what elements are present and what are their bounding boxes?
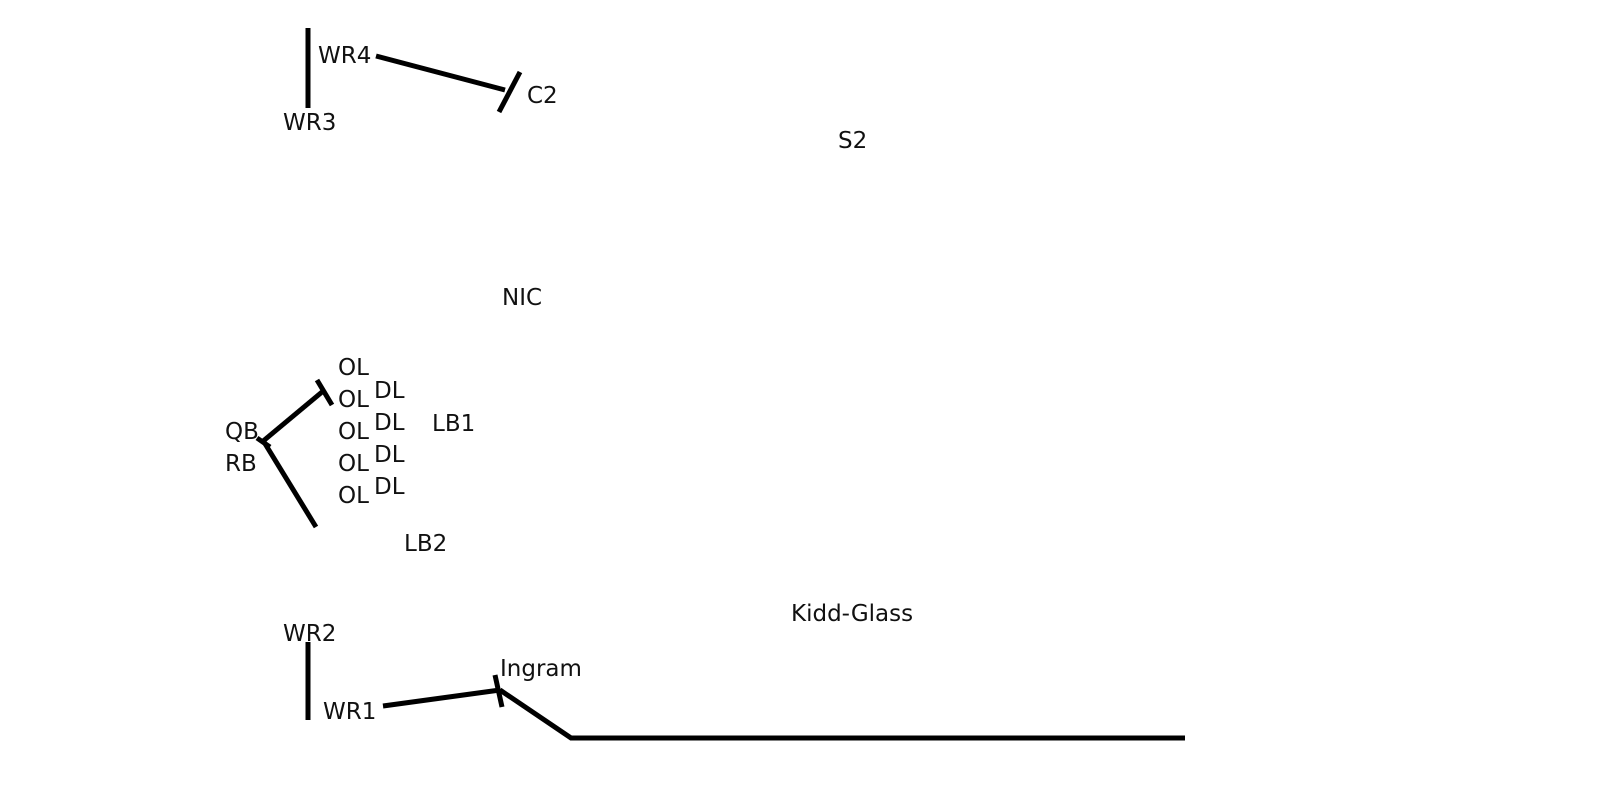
lb1-label: LB1 [432, 411, 476, 437]
wr4-block-marker [496, 70, 523, 114]
wr4-label: WR4 [318, 43, 372, 69]
ol-label-1: OL [338, 355, 369, 381]
dl-label-2: DL [374, 410, 405, 436]
rb-label: RB [225, 451, 257, 477]
dl-label-3: DL [374, 442, 405, 468]
ol-label-5: OL [338, 483, 369, 509]
wr1-route-line [382, 687, 501, 709]
rb-route-line [261, 440, 319, 529]
qb-label: QB [225, 419, 259, 445]
lb2-label: LB2 [404, 531, 448, 557]
wr1-block-marker [492, 674, 505, 708]
ol-label-3: OL [338, 419, 369, 445]
dl-label-4: DL [374, 474, 405, 500]
qb-block-marker [314, 378, 335, 407]
wr2-label: WR2 [283, 621, 337, 647]
dl-label-1: DL [374, 378, 405, 404]
s2-label: S2 [838, 128, 868, 154]
wr1-label: WR1 [323, 699, 377, 725]
qb-route-line [260, 390, 324, 444]
ol-label-4: OL [338, 451, 369, 477]
kidd-glass-label: Kidd-Glass [791, 601, 914, 627]
wr3-label: WR3 [283, 110, 337, 136]
ol-label-2: OL [338, 387, 369, 413]
c2-label: C2 [527, 83, 558, 109]
wr4-route-line [375, 53, 506, 93]
nic-label: NIC [502, 285, 543, 311]
ingram-label: Ingram [500, 656, 582, 682]
ingram-route-line [498, 687, 1185, 741]
